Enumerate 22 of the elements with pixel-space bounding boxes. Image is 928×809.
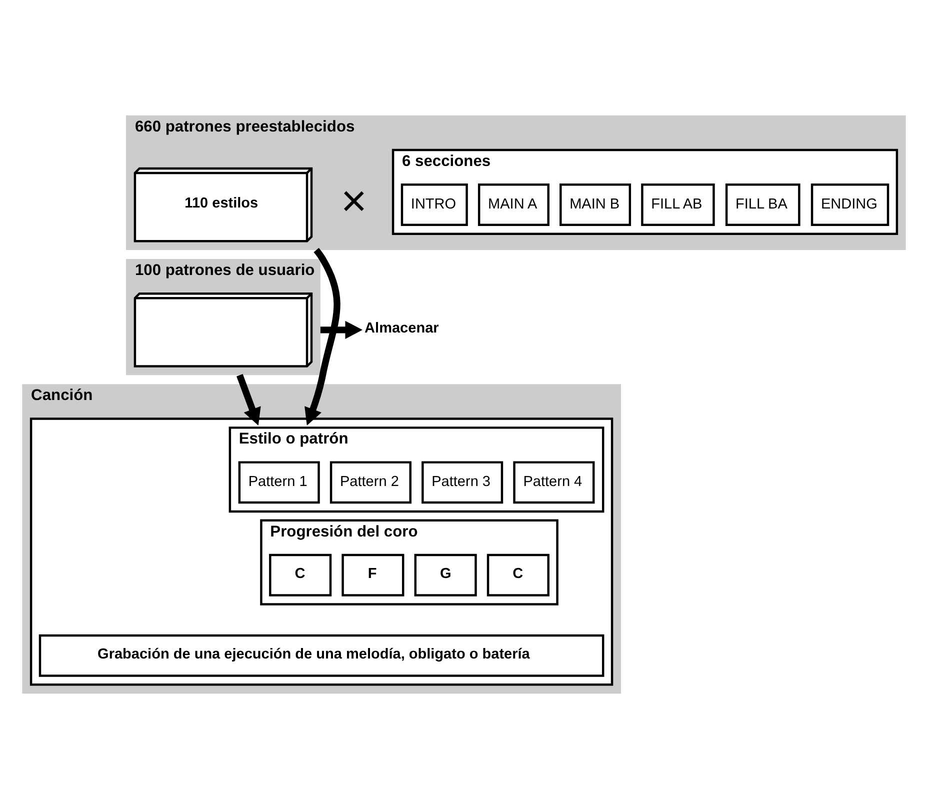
- node-box: MAIN A: [478, 184, 550, 226]
- node-text: Almacenar: [364, 320, 439, 337]
- node-box: F: [342, 554, 404, 596]
- cluster: [30, 418, 614, 686]
- node-box: C: [486, 554, 550, 596]
- node-box: INTRO: [400, 184, 468, 226]
- node-box: Pattern 2: [330, 461, 412, 504]
- node-box: FILL AB: [641, 184, 715, 226]
- node-box: C: [269, 554, 332, 596]
- node-box: FILL BA: [725, 184, 800, 226]
- node-box: Grabación de una ejecución de una melodía, obligato o batería: [38, 634, 604, 677]
- node-box: Pattern 4: [513, 461, 595, 504]
- arrow: [304, 248, 340, 426]
- cluster: 100 patrones de usuario: [126, 258, 320, 376]
- node-box: MAIN B: [560, 184, 632, 226]
- label: ×: [340, 176, 368, 226]
- node-box: ENDING: [810, 184, 890, 226]
- node-box: G: [414, 554, 477, 596]
- arrow: [320, 320, 362, 339]
- node-box: Pattern 3: [422, 461, 504, 504]
- arrow: [236, 374, 261, 426]
- node-box: Pattern 1: [238, 461, 320, 504]
